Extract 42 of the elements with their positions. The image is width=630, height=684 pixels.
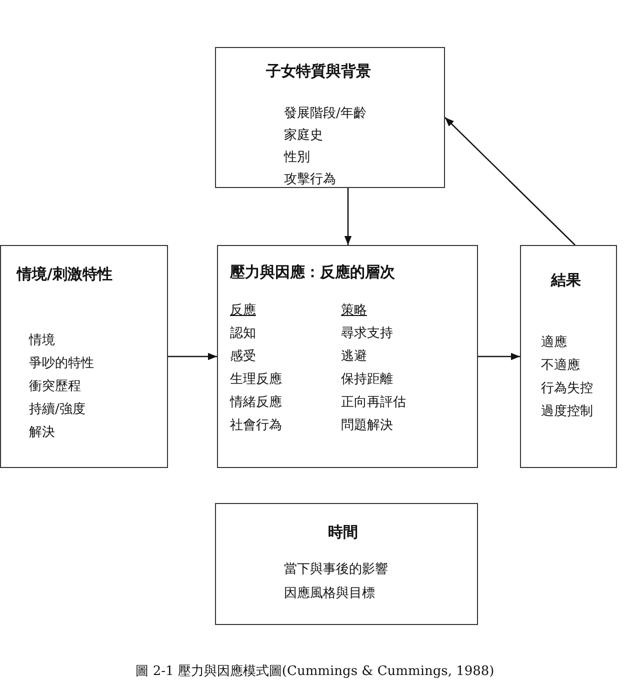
list-item: 尋求支持 bbox=[341, 326, 393, 342]
list-item: 爭吵的特性 bbox=[29, 356, 94, 372]
list-item: 當下與事後的影響 bbox=[284, 562, 388, 578]
column-heading: 反應 bbox=[230, 303, 256, 319]
list-item: 保持距離 bbox=[341, 372, 393, 388]
list-item: 解決 bbox=[29, 425, 55, 441]
list-item: 社會行為 bbox=[230, 418, 282, 434]
list-item: 生理反應 bbox=[230, 372, 282, 388]
list-item: 認知 bbox=[230, 326, 256, 342]
list-item: 發展階段/年齡 bbox=[284, 106, 366, 122]
list-item: 感受 bbox=[230, 349, 256, 365]
box-heading: 時間 bbox=[328, 524, 358, 540]
list-item: 家庭史 bbox=[284, 128, 323, 144]
box-heading: 結果 bbox=[551, 272, 581, 288]
box-heading: 壓力與因應：反應的層次 bbox=[230, 264, 395, 280]
arrow bbox=[444, 117, 576, 246]
list-item: 逃避 bbox=[341, 349, 367, 365]
list-item: 因應風格與目標 bbox=[284, 586, 375, 602]
text-box bbox=[520, 245, 617, 468]
list-item: 性別 bbox=[284, 150, 310, 166]
text-box bbox=[215, 503, 478, 625]
text-box bbox=[217, 245, 478, 468]
list-item: 情境 bbox=[29, 333, 55, 349]
list-item: 衝突歷程 bbox=[29, 379, 81, 395]
box-heading: 子女特質與背景 bbox=[266, 63, 371, 79]
list-item: 正向再評估 bbox=[341, 395, 406, 411]
text-box bbox=[0, 245, 168, 468]
list-item: 問題解決 bbox=[341, 418, 393, 434]
box-heading: 情境/刺激特性 bbox=[17, 266, 112, 282]
list-item: 情緒反應 bbox=[230, 395, 282, 411]
arrow bbox=[478, 352, 520, 360]
arrow bbox=[344, 188, 352, 245]
list-item: 攻擊行為 bbox=[284, 172, 336, 188]
list-item: 行為失控 bbox=[541, 381, 593, 397]
list-item: 持續/強度 bbox=[29, 402, 86, 418]
column-heading: 策略 bbox=[341, 303, 367, 319]
list-item: 適應 bbox=[541, 335, 567, 351]
text-box bbox=[215, 47, 445, 188]
arrow bbox=[168, 352, 217, 360]
list-item: 不適應 bbox=[541, 358, 580, 374]
figure-caption: 圖 2-1 壓力與因應模式圖(Cummings & Cummings, 1988) bbox=[134, 663, 496, 680]
list-item: 過度控制 bbox=[541, 404, 593, 420]
